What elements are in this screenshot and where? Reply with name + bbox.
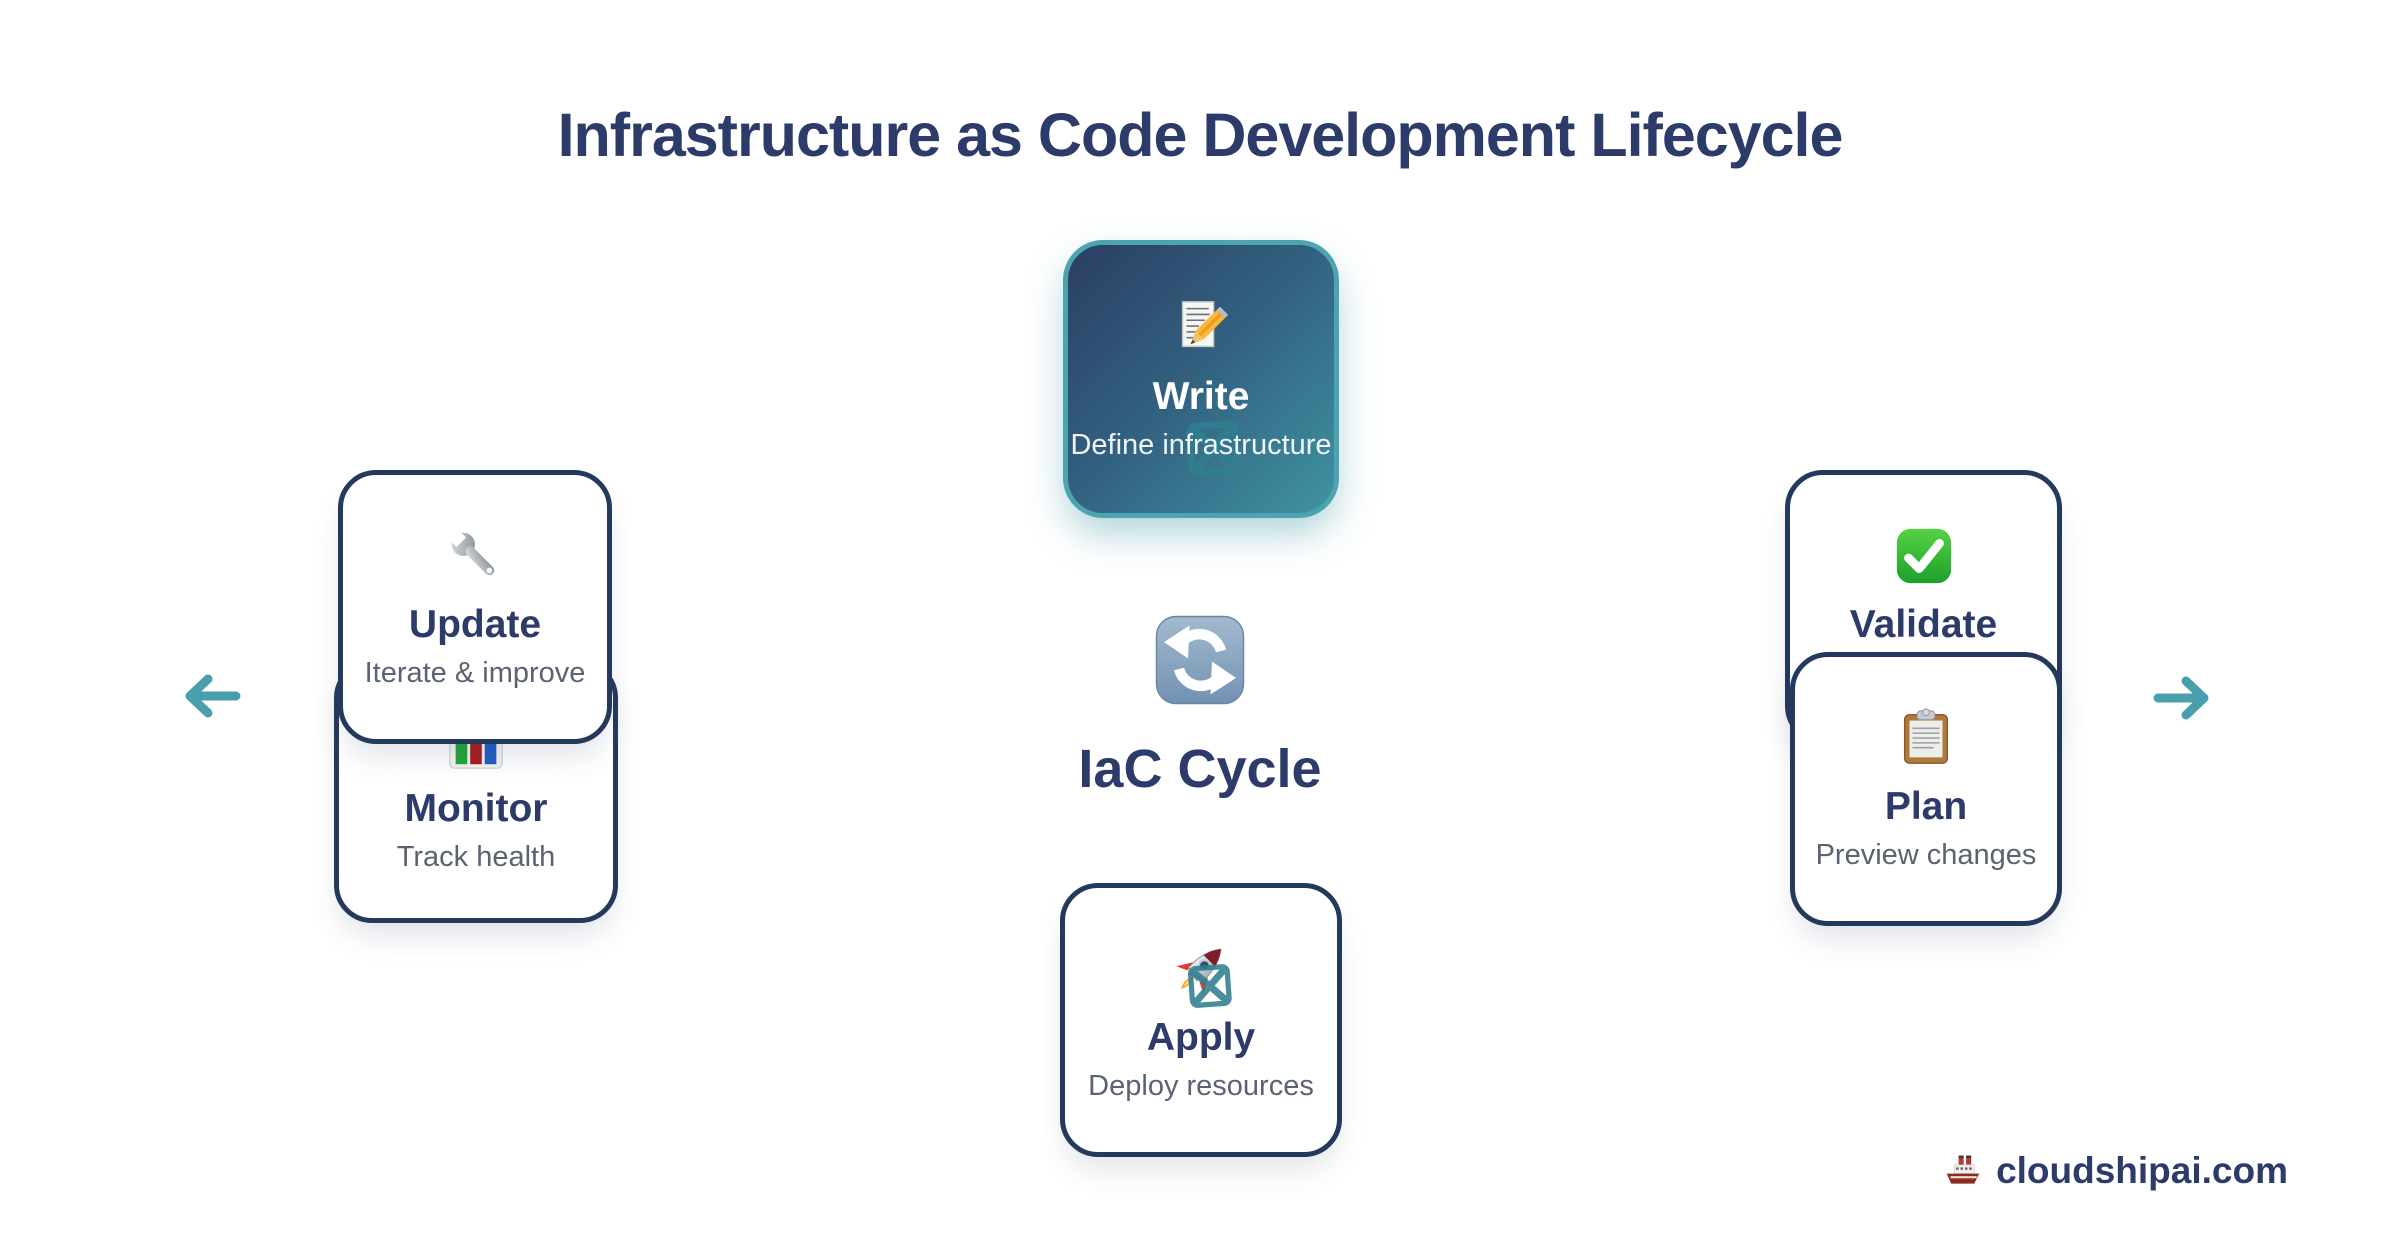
stage-title: Plan: [1884, 784, 1968, 828]
stage-card-write: Write Define infrastructure: [1063, 240, 1339, 518]
stage-subtitle: Preview changes: [1815, 838, 2037, 871]
cycle-arrows-icon: [1152, 612, 1248, 713]
prev-arrow-button[interactable]: [180, 670, 244, 725]
footer-brand: cloudshipai.com: [1942, 1148, 2288, 1193]
stage-subtitle: Deploy resources: [1088, 1069, 1314, 1102]
stage-title: Apply: [1146, 1015, 1256, 1059]
stage-card-plan: Plan Preview changes: [1790, 652, 2062, 926]
arrow-left-icon: [180, 674, 244, 725]
check-mark-icon: [1893, 525, 1955, 587]
stage-title: Monitor: [404, 787, 548, 830]
page-title: Infrastructure as Code Development Lifec…: [557, 101, 1844, 169]
ship-icon: [1942, 1148, 1984, 1193]
next-arrow-button[interactable]: [2150, 672, 2214, 727]
stage-title: Update: [408, 602, 542, 646]
clipboard-icon: [1895, 707, 1957, 769]
memo-pencil-icon: [1170, 297, 1232, 359]
stage-card-apply: Apply Deploy resources: [1060, 883, 1342, 1157]
arrow-right-icon: [2150, 676, 2214, 727]
stage-title: Write: [1152, 374, 1250, 418]
stage-subtitle: Define infrastructure: [1070, 428, 1332, 461]
x-watermark-icon: [1180, 956, 1240, 1021]
stage-subtitle: Iterate & improve: [364, 656, 586, 689]
stage-subtitle: Track health: [396, 841, 556, 873]
stage-title: Validate: [1849, 602, 1998, 646]
x-watermark-icon: [1176, 411, 1251, 491]
stage-card-update: Update Iterate & improve: [338, 470, 612, 744]
footer-domain: cloudshipai.com: [1996, 1149, 2288, 1191]
hub-label: IaC Cycle: [1078, 739, 1322, 799]
wrench-icon: [444, 525, 506, 587]
